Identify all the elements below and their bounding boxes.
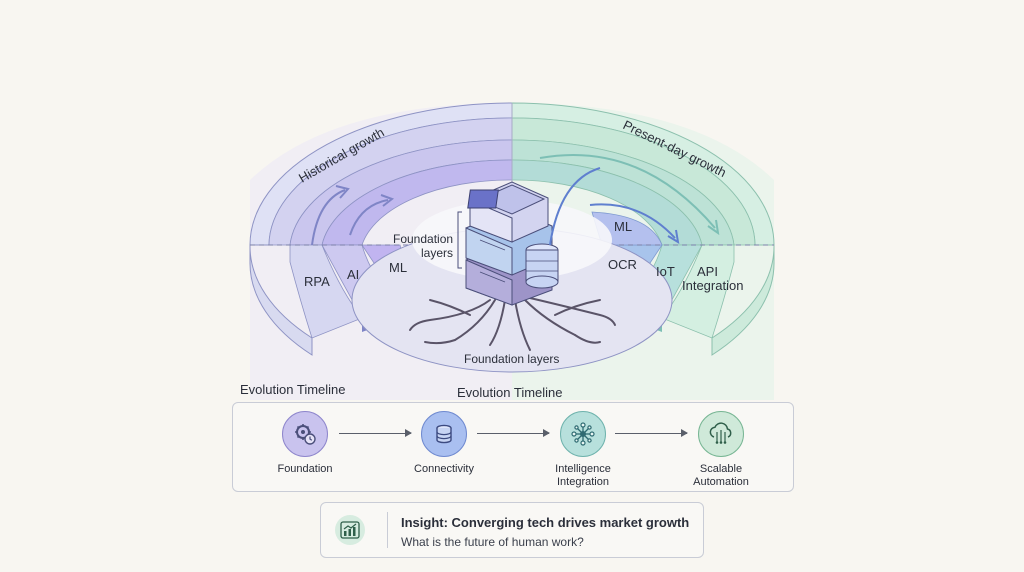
timeline-box: Evolution Timeline Foundation Connectivi… xyxy=(232,385,794,492)
timeline-arrow-3 xyxy=(615,429,688,437)
timeline-step-intelligence: Intelligence Integration xyxy=(523,411,643,489)
growth-diagram: Historical growth Present-day growth RPA… xyxy=(249,102,775,400)
step-label-intelligence: Intelligence xyxy=(555,463,611,475)
timeline-step-automation: Scalable Automation xyxy=(661,411,781,489)
roots-illustration xyxy=(409,297,616,351)
timeline-arrow-1 xyxy=(339,429,412,437)
timeline-step-foundation: Foundation xyxy=(245,411,365,476)
left-ring-rpa xyxy=(249,244,313,356)
insight-card: Insight: Converging tech drives market g… xyxy=(320,502,704,558)
insight-divider xyxy=(387,512,388,548)
timeline-step-connectivity: Connectivity xyxy=(384,411,504,476)
insight-question: What is the future of human work? xyxy=(401,535,584,549)
insight-title: Insight: Converging tech drives market g… xyxy=(401,515,690,530)
right-ring-label-ocr: OCR xyxy=(608,257,637,272)
database-icon xyxy=(421,411,467,457)
right-ring-label-ml: ML xyxy=(614,219,632,234)
cloud-circuit-icon xyxy=(698,411,744,457)
right-ring-label-integration: Integration xyxy=(682,278,743,293)
left-ring-label-ml: ML xyxy=(389,260,407,275)
timeline-arrow-2 xyxy=(477,429,550,437)
network-hub-icon xyxy=(560,411,606,457)
timeline-outer-title: Evolution Timeline xyxy=(240,382,346,397)
left-ring-label-rpa: RPA xyxy=(304,274,330,289)
core-label-line2: layers xyxy=(421,246,453,260)
step-label-foundation: Foundation xyxy=(277,463,333,475)
step-label-automation: Automation xyxy=(693,476,749,488)
left-ring-label-ai: AI xyxy=(347,267,359,282)
timeline-inner-title: Evolution Timeline xyxy=(457,385,563,400)
foundation-base-label: Foundation layers xyxy=(464,352,559,366)
growth-arrows xyxy=(311,154,720,246)
server-stack xyxy=(465,181,559,306)
gear-clock-icon xyxy=(282,411,328,457)
right-ring-label-iot: IoT xyxy=(656,264,675,279)
step-label-scalable: Scalable xyxy=(699,463,743,475)
growth-chart-icon xyxy=(335,515,365,545)
core-label-line1: Foundation xyxy=(393,232,453,246)
step-label-connectivity: Connectivity xyxy=(414,463,474,475)
step-label-integration: Integration xyxy=(557,476,609,488)
right-ring-label-api: API xyxy=(697,264,718,279)
